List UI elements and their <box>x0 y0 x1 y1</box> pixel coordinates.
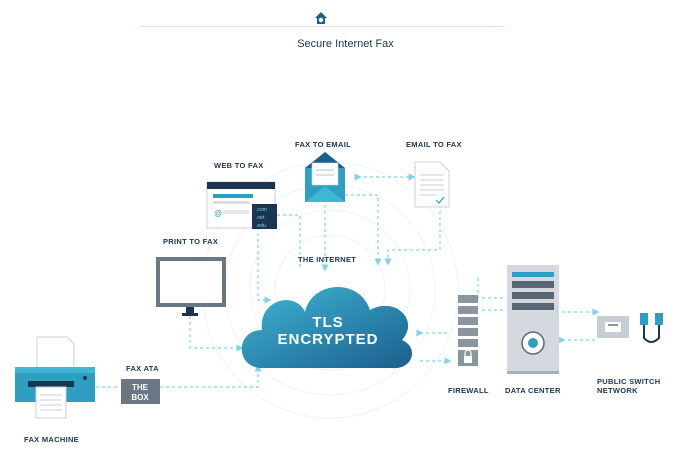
label-web-to-fax: WEB TO FAX <box>214 161 264 170</box>
label-firewall: FIREWALL <box>448 386 489 395</box>
firewall-icon <box>458 295 478 366</box>
browser-window-icon: @ .com .net .edu <box>206 181 277 229</box>
label-fax-machine: FAX MACHINE <box>24 435 79 444</box>
house-cloud-icon <box>315 12 327 24</box>
box-text-line2: BOX <box>131 393 149 402</box>
domain-com: .com <box>256 207 267 213</box>
tls-encrypted-cloud: TLS ENCRYPTED <box>241 286 413 369</box>
header-divider <box>140 26 505 27</box>
label-email-to-fax: EMAIL TO FAX <box>406 140 462 149</box>
cloud-text-line2: ENCRYPTED <box>278 331 379 348</box>
domain-net: .net <box>256 215 265 221</box>
label-network: NETWORK <box>597 386 638 395</box>
label-fax-to-email: FAX TO EMAIL <box>295 140 351 149</box>
email-envelope-icon <box>305 152 345 202</box>
label-fax-ata: FAX ATA <box>126 364 159 373</box>
domain-edu: .edu <box>256 223 266 229</box>
phone-cable-plug-icon <box>640 313 663 343</box>
box-text-line1: THE <box>132 383 149 392</box>
fax-machine-icon <box>15 336 95 419</box>
phone-jack-icon <box>597 316 629 338</box>
label-data-center: DATA CENTER <box>505 386 561 395</box>
document-icon <box>414 161 450 208</box>
monitor-icon <box>156 257 226 316</box>
data-center-server-icon <box>507 265 559 374</box>
label-public-switch: PUBLIC SWITCH <box>597 377 661 386</box>
page-title: Secure Internet Fax <box>297 38 394 50</box>
the-box-ata-device: THE BOX <box>121 379 160 404</box>
label-the-internet: THE INTERNET <box>298 255 357 264</box>
cloud-text-line1: TLS <box>312 314 343 331</box>
browser-at-symbol: @ <box>214 209 222 218</box>
label-print-to-fax: PRINT TO FAX <box>163 237 219 246</box>
